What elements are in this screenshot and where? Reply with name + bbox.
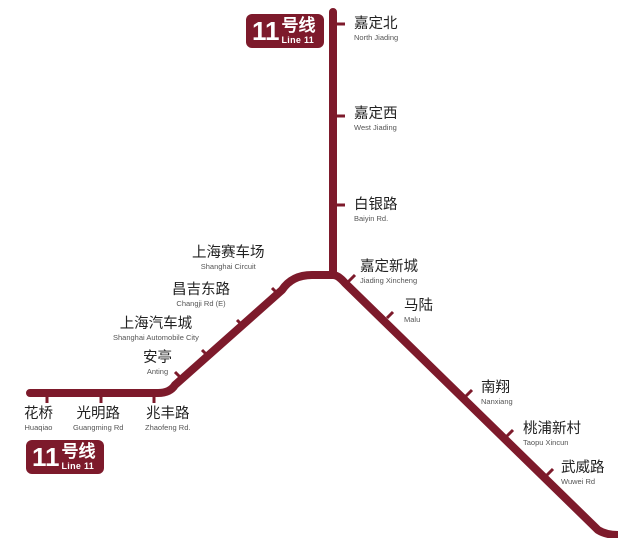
- line-label-zh: 号线: [61, 441, 96, 462]
- line-number: 11: [252, 16, 280, 46]
- station-tick: [385, 310, 395, 320]
- line-11-route: [26, 8, 337, 397]
- station-tick: [200, 348, 210, 358]
- station-tick: [270, 286, 280, 296]
- line-number: 11: [32, 442, 60, 472]
- station-tick: [464, 388, 474, 398]
- line-label-en: Line 11: [281, 34, 315, 45]
- station-tick: [505, 428, 515, 438]
- line-label-en: Line 11: [61, 460, 95, 471]
- station-tick: [235, 318, 245, 328]
- station-tick: [346, 273, 357, 284]
- line-badge-top: 11 号线 Line 11: [246, 14, 324, 48]
- line-11-branch: [329, 271, 618, 538]
- line-badge-bottom: 11 号线 Line 11: [26, 440, 104, 474]
- station-tick: [545, 467, 555, 477]
- line-label-zh: 号线: [281, 15, 316, 36]
- station-ticks: [45, 22, 555, 477]
- station-tick: [173, 370, 183, 380]
